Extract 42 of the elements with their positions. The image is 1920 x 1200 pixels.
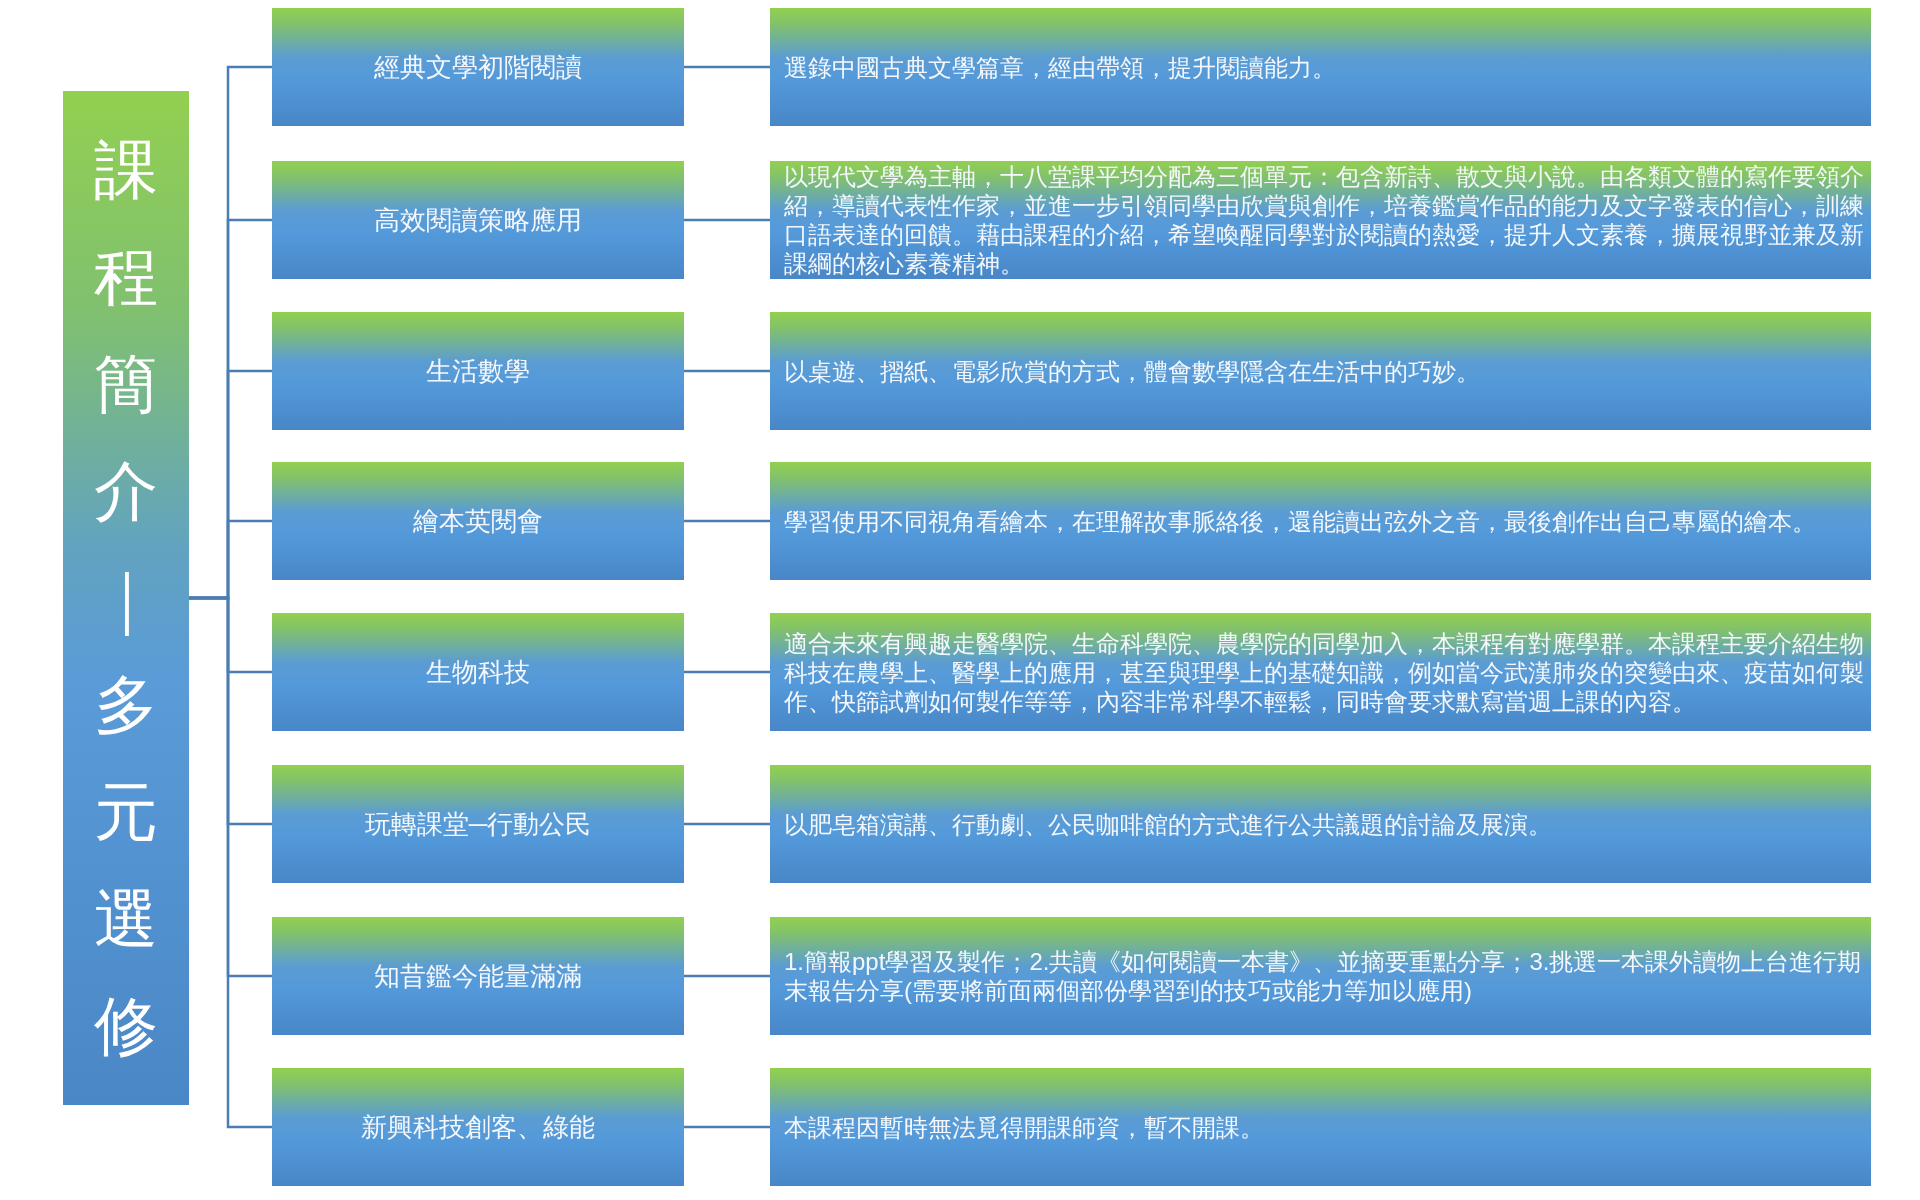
description-text: 以現代文學為主軸，十八堂課平均分配為三個單元：包含新詩、散文與小說。由各類文體的寫作要領介紹，導讀代表性作家，並進一步引領同學由欣賞與創作，培養鑑賞作品的能力及文字發表的信心，訓練口語表達的回饋。藉由課程的介紹，希望喚醒同學對於閱讀的熱愛，提升人文素養，擴展視野並兼及新課綱的核心素養精神。 [784, 162, 1865, 278]
course-name: 高效閱讀策略應用 [374, 204, 582, 236]
course-name: 繪本英閱會 [413, 505, 543, 537]
title-text: 課程簡介｜多元選修 [93, 132, 159, 1064]
course-name: 玩轉課堂─行動公民 [364, 808, 592, 840]
course-name: 生活數學 [426, 355, 530, 387]
course-name: 知昔鑑今能量滿滿 [374, 960, 582, 992]
connector-line [684, 822, 770, 826]
description-box [770, 613, 1871, 731]
connector-line [684, 670, 770, 674]
course-box [272, 161, 684, 279]
connector-line [684, 369, 770, 373]
description-text: 學習使用不同視角看繪本，在理解故事脈絡後，還能讀出弦外之音，最後創作出自己專屬的繪本。 [784, 506, 1816, 536]
course-name: 新興科技創客、綠能 [361, 1111, 595, 1143]
course-box [272, 1068, 684, 1186]
description-text: 以桌遊、摺紙、電影欣賞的方式，體會數學隱含在生活中的巧妙。 [784, 356, 1480, 386]
connector-line [684, 519, 770, 523]
course-name: 經典文學初階閱讀 [374, 51, 582, 83]
description-box [770, 765, 1871, 883]
connector-line [189, 596, 272, 1129]
course-name: 生物科技 [426, 656, 530, 688]
title-box [63, 91, 189, 1105]
connector-line [684, 218, 770, 222]
description-box [770, 1068, 1871, 1186]
course-box [272, 765, 684, 883]
connector-line [684, 65, 770, 69]
description-text: 以肥皂箱演講、行動劇、公民咖啡館的方式進行公共議題的討論及展演。 [784, 809, 1552, 839]
connector-line [684, 1125, 770, 1129]
connector-line [684, 974, 770, 978]
description-text: 本課程因暫時無法覓得開課師資，暫不開課。 [784, 1112, 1264, 1142]
course-box [272, 613, 684, 731]
description-text: 選錄中國古典文學篇章，經由帶領，提升閱讀能力。 [784, 52, 1336, 82]
course-box [272, 8, 684, 126]
description-box [770, 462, 1871, 580]
course-box [272, 917, 684, 1035]
description-box [770, 8, 1871, 126]
description-text: 1.簡報ppt學習及製作；2.共讀《如何閱讀一本書》、並摘要重點分享；3.挑選一本課外讀物上台進行期末報告分享(需要將前面兩個部份學習到的技巧或能力等加以應用) [784, 947, 1863, 1005]
course-box [272, 462, 684, 580]
description-text: 適合未來有興趣走醫學院、生命科學院、農學院的同學加入，本課程有對應學群。本課程主要介紹生物科技在農學上、醫學上的應用，甚至與理學上的基礎知識，例如當今武漢肺炎的突變由來、疫苗如何製作、快篩試劑如何製作等等，內容非常科學不輕鬆，同時會要求默寫當週上課的內容。 [784, 628, 1865, 716]
course-box [272, 312, 684, 430]
description-box [770, 312, 1871, 430]
description-box [770, 917, 1871, 1035]
